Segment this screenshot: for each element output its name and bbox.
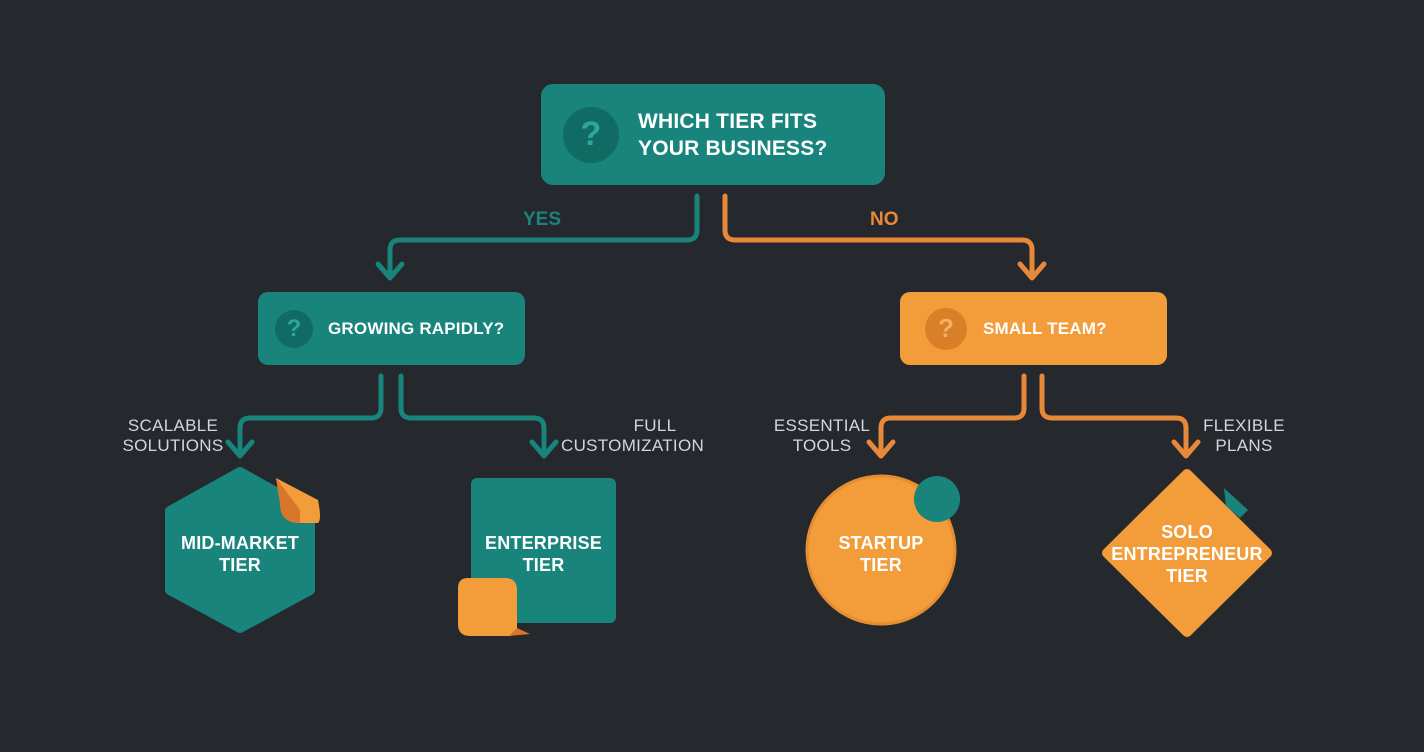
essential-connector: [878, 373, 1027, 457]
full-arrowhead: [529, 439, 559, 459]
startup-circle: [805, 474, 957, 626]
flexible-connector: [1039, 373, 1189, 457]
essential-tools-label: ESSENTIAL TOOLS: [772, 416, 872, 456]
full-customization-label: FULL CUSTOMIZATION: [561, 416, 705, 456]
scalable-line1: SCALABLE: [127, 416, 219, 435]
question-icon: ?: [925, 307, 967, 350]
enterprise-corner-accent: [458, 578, 517, 636]
mid-market-line2: TIER: [219, 555, 261, 575]
root-question-line2: YOUR BUSINESS?: [638, 136, 828, 160]
enterprise-line1: ENTERPRISE: [484, 533, 603, 553]
startup-line2: TIER: [860, 555, 902, 575]
solo-corner-accent: [1224, 488, 1248, 518]
yes-arrowhead: [375, 261, 405, 281]
root-question-text: WHICH TIER FITS YOUR BUSINESS?: [638, 108, 828, 162]
solo-line2: ENTREPRENEUR: [1111, 544, 1263, 564]
scalable-arrowhead: [225, 439, 255, 459]
full-connector: [398, 373, 547, 457]
root-question-node: ? WHICH TIER FITS YOUR BUSINESS?: [541, 84, 885, 185]
small-team-node: ? SMALL TEAM?: [900, 292, 1167, 365]
growing-rapidly-node: ? GROWING RAPIDLY?: [258, 292, 525, 365]
solo-diamond: [1102, 469, 1272, 637]
solo-entrepreneur-tier-label: SOLO ENTREPRENEUR TIER: [1107, 521, 1267, 587]
mid-market-tier-label: MID-MARKET TIER: [165, 532, 315, 576]
startup-tier-label: STARTUP TIER: [806, 532, 956, 576]
question-icon: ?: [275, 309, 313, 348]
growing-rapidly-text: GROWING RAPIDLY?: [328, 318, 505, 338]
no-label: NO: [870, 209, 899, 230]
scalable-line2: SOLUTIONS: [122, 436, 224, 455]
question-icon: ?: [563, 106, 619, 163]
essential-arrowhead: [866, 439, 896, 459]
flexible-line1: FLEXIBLE: [1203, 416, 1285, 435]
root-question-line1: WHICH TIER FITS: [638, 109, 818, 133]
essential-line1: ESSENTIAL: [773, 416, 871, 435]
full-line2: CUSTOMIZATION: [561, 436, 705, 455]
enterprise-tier-label: ENTERPRISE TIER: [470, 532, 617, 576]
startup-line1: STARTUP: [838, 533, 924, 553]
yes-connector: [387, 193, 700, 279]
flexible-line2: PLANS: [1215, 436, 1273, 455]
full-line1: FULL: [633, 416, 677, 435]
solo-line3: TIER: [1166, 566, 1208, 586]
scalable-solutions-label: SCALABLE SOLUTIONS: [118, 416, 228, 456]
no-arrowhead: [1017, 261, 1047, 281]
essential-line2: TOOLS: [792, 436, 852, 455]
flexible-plans-label: FLEXIBLE PLANS: [1196, 416, 1292, 456]
startup-accent-dot: [914, 476, 960, 522]
yes-label: YES: [523, 209, 562, 230]
no-connector: [722, 193, 1035, 279]
mid-market-line1: MID-MARKET: [181, 533, 299, 553]
scalable-connector: [237, 373, 384, 457]
flexible-arrowhead: [1171, 439, 1201, 459]
enterprise-line2: TIER: [522, 555, 565, 575]
small-team-text: SMALL TEAM?: [983, 318, 1107, 338]
solo-line1: SOLO: [1161, 522, 1213, 542]
